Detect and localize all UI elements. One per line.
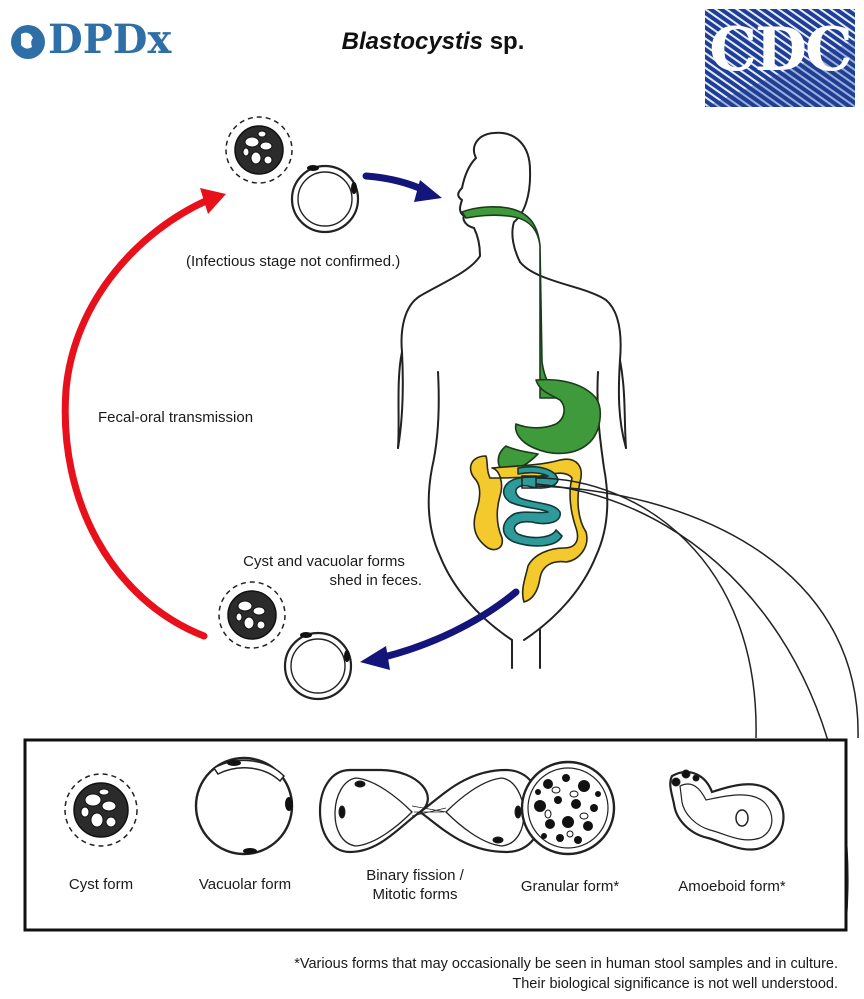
label-binary-fission-line2: Mitotic forms [350, 885, 480, 904]
shed-vacuolar-icon [285, 632, 351, 699]
cdc-logo: CDC [705, 9, 855, 107]
vacuolar-form-icon [292, 165, 358, 232]
panel-granular-form-icon [522, 762, 614, 854]
title-species: sp. [483, 28, 524, 55]
label-vacuolar-form: Vacuolar form [180, 875, 310, 894]
shed-label-line1: Cyst and vacuolar forms [226, 552, 422, 571]
label-cyst-form: Cyst form [46, 875, 156, 894]
shed-label-line2: shed in feces. [226, 571, 422, 590]
footnote-line1: *Various forms that may occasionally be … [294, 956, 838, 972]
page-title: Blastocystis sp. [298, 28, 568, 56]
title-genus: Blastocystis [342, 28, 483, 55]
infectious-note: (Infectious stage not confirmed.) [186, 252, 400, 271]
shed-cyst-icon [219, 582, 285, 648]
label-binary-fission-line1: Binary fission / [350, 866, 480, 885]
digestive-tract-upper [462, 207, 600, 472]
cdc-logo-text: CDC [705, 15, 855, 85]
label-granular-form: Granular form* [500, 877, 640, 896]
label-binary-fission: Binary fission / Mitotic forms [350, 866, 480, 904]
label-amoeboid-form: Amoeboid form* [652, 877, 812, 896]
footnote-line2: Their biological significance is not wel… [512, 976, 838, 992]
cyst-form-icon [226, 117, 292, 183]
shedding-arrow [380, 592, 516, 658]
shed-label: Cyst and vacuolar forms shed in feces. [226, 552, 422, 590]
dpdx-logo-icon [11, 25, 45, 59]
dpdx-logo-text: DPDx [48, 16, 171, 63]
transmission-label: Fecal-oral transmission [98, 408, 253, 427]
